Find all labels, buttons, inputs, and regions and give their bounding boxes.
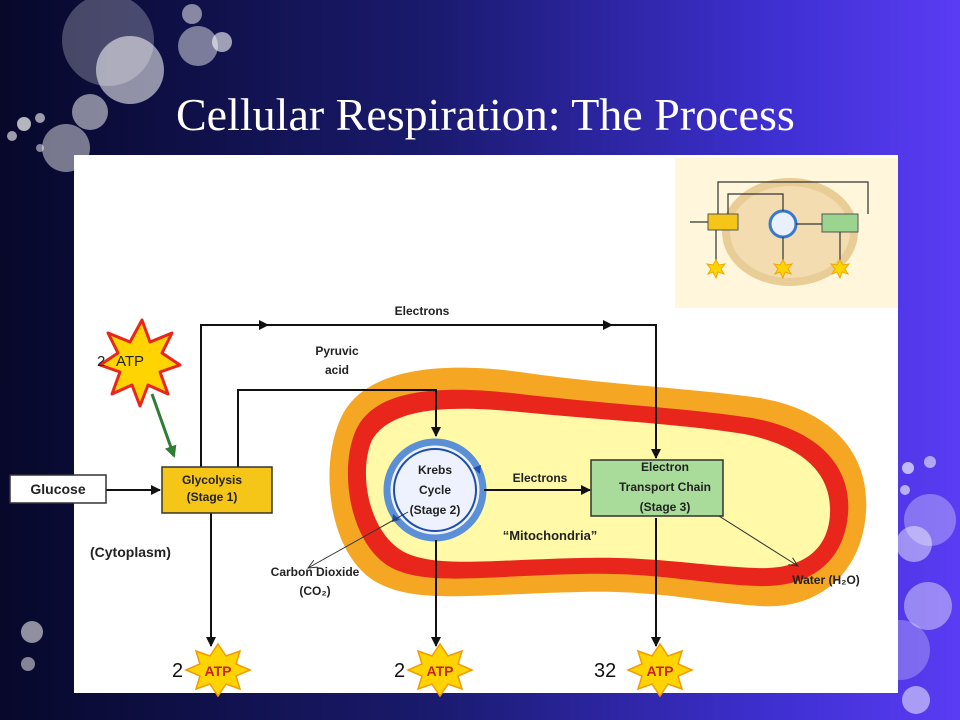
co2-label-2: (CO₂): [299, 584, 330, 598]
electrons-top-line: [200, 324, 661, 482]
atp-input-count: 2: [97, 353, 105, 370]
atp-output-count: 2: [394, 660, 405, 682]
atp-output-count: 32: [594, 660, 616, 682]
atp-output-label: ATP: [427, 663, 454, 679]
overview-thumbnail: [675, 158, 898, 308]
atp-input-burst: 2 ATP: [97, 318, 182, 408]
electrons-mid-label: Electrons: [513, 471, 568, 485]
flow-arrows: [106, 320, 798, 647]
co2-arrow: [308, 511, 409, 568]
atp-output-count: 2: [172, 660, 183, 682]
decorative-bubbles: [7, 0, 956, 714]
electrons-top-label: Electrons: [395, 304, 450, 318]
etc-label-2: Transport Chain: [619, 480, 711, 494]
glucose-box: Glucose: [9, 474, 107, 504]
krebs-cycle-ring: [383, 438, 487, 542]
co2-label-1: Carbon Dioxide: [271, 565, 360, 579]
etc-label-1: Electron: [641, 460, 689, 474]
etc-box: [590, 459, 724, 517]
pyruvic-acid-line: [237, 389, 441, 482]
pyruvic-label-1: Pyruvic: [315, 344, 359, 358]
atp-output-etc: ATP 32: [594, 642, 694, 698]
etc-label-3: (Stage 3): [640, 500, 691, 514]
krebs-label-1: Krebs: [418, 463, 452, 477]
krebs-label-3: (Stage 2): [410, 503, 461, 517]
glycolysis-label-2: (Stage 1): [187, 490, 238, 504]
slide-title: Cellular Respiration: The Process: [176, 89, 795, 140]
atp-output-label: ATP: [647, 663, 674, 679]
atp-output-label: ATP: [205, 663, 232, 679]
glycolysis-label-1: Glycolysis: [182, 473, 242, 487]
atp-input-arrow: [150, 393, 177, 458]
atp-output-glycolysis: ATP 2: [172, 642, 252, 698]
glycolysis-box: Glycolysis (Stage 1): [161, 466, 273, 514]
glucose-label: Glucose: [30, 481, 85, 497]
atp-input-label: ATP: [116, 353, 144, 370]
atp-output-krebs: ATP 2: [394, 642, 474, 698]
cytoplasm-label: (Cytoplasm): [90, 544, 171, 560]
krebs-label-2: Cycle: [419, 483, 451, 497]
water-label: Water (H₂O): [792, 573, 860, 587]
mitochondria-label: “Mitochondria”: [503, 528, 598, 543]
pyruvic-label-2: acid: [325, 363, 349, 377]
